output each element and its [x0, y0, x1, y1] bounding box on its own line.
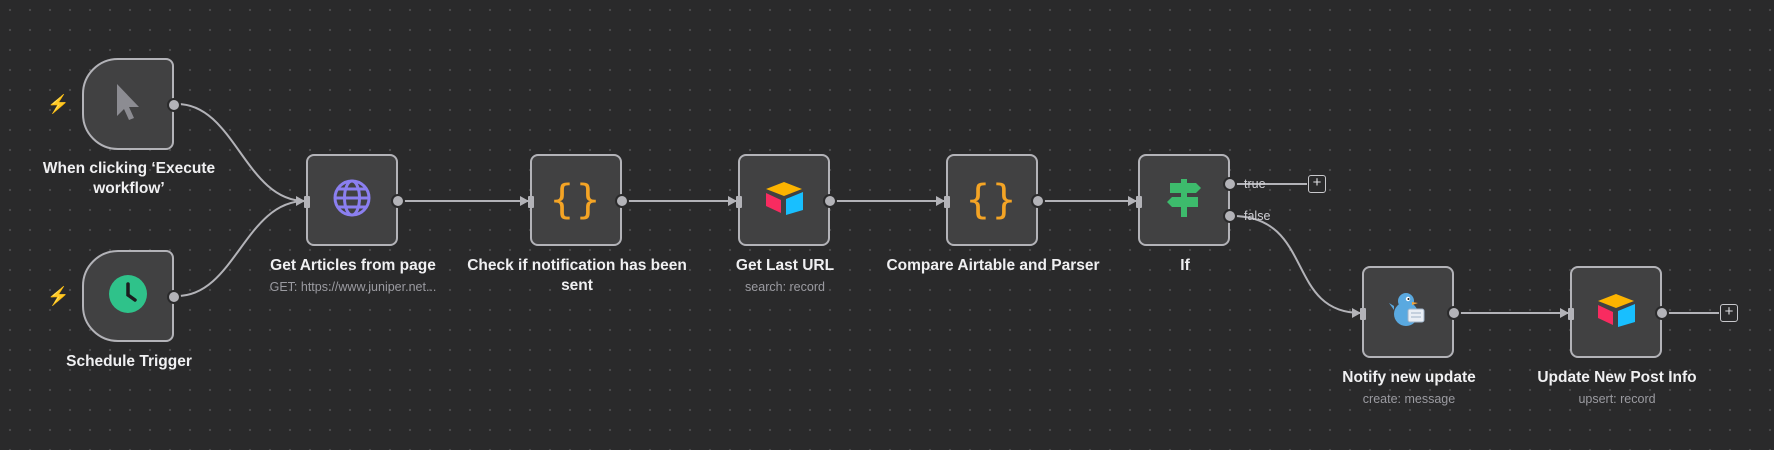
node-update-post[interactable] — [1568, 266, 1669, 358]
add-node-button[interactable]: + — [1308, 175, 1326, 193]
arrow-head — [1560, 308, 1569, 318]
code-braces-icon: {} — [549, 177, 603, 223]
output-port-true[interactable] — [1223, 177, 1237, 191]
input-port[interactable] — [1568, 308, 1574, 320]
arrow-head — [936, 196, 945, 206]
airtable-icon — [763, 180, 805, 221]
output-port[interactable] — [1031, 194, 1045, 208]
node-if[interactable] — [1136, 154, 1237, 246]
input-port[interactable] — [1360, 308, 1366, 320]
add-node-button[interactable]: + — [1720, 304, 1738, 322]
node-label: Compare Airtable and Parser — [886, 257, 1100, 274]
trigger-bolt-icon: ⚡ — [47, 286, 70, 306]
input-port[interactable] — [304, 196, 310, 208]
branch-label-true: true — [1244, 177, 1266, 191]
node-label: Get Articles from page — [270, 257, 436, 274]
globe-icon — [332, 178, 372, 223]
arrow-head — [1128, 196, 1137, 206]
edge-if-false — [1231, 215, 1362, 314]
edge-manual-to-get-articles — [176, 103, 306, 202]
node-notify[interactable] — [1360, 266, 1461, 358]
node-schedule-trigger[interactable] — [82, 250, 181, 342]
arrow-head — [1352, 308, 1361, 318]
branch-label-false: false — [1244, 209, 1271, 223]
output-port[interactable] — [1447, 306, 1461, 320]
node-get-articles[interactable] — [304, 154, 405, 246]
node-sublabel: create: message — [1362, 392, 1456, 406]
clock-icon — [108, 274, 148, 319]
output-port[interactable] — [615, 194, 629, 208]
input-port[interactable] — [736, 196, 742, 208]
node-label: If — [1180, 257, 1190, 274]
output-port-false[interactable] — [1223, 209, 1237, 223]
input-port[interactable] — [1136, 196, 1142, 208]
node-get-last-url[interactable] — [736, 154, 837, 246]
trigger-bolt-icon: ⚡ — [47, 94, 70, 114]
node-manual-trigger[interactable] — [82, 58, 181, 150]
node-check-notification[interactable]: {} — [528, 154, 629, 246]
node-label: Notify new update — [1342, 369, 1476, 386]
input-port[interactable] — [528, 196, 534, 208]
node-sublabel: search: record — [745, 280, 825, 294]
output-port[interactable] — [167, 290, 181, 304]
output-port[interactable] — [391, 194, 405, 208]
output-port[interactable] — [1655, 306, 1669, 320]
arrow-head — [728, 196, 737, 206]
airtable-icon — [1595, 292, 1637, 333]
arrow-head — [296, 196, 305, 206]
node-sublabel: upsert: record — [1578, 392, 1656, 406]
signpost-icon — [1164, 177, 1204, 224]
node-compare[interactable]: {} — [944, 154, 1045, 246]
node-label: Check if notification has been sent — [467, 257, 687, 294]
output-port[interactable] — [823, 194, 837, 208]
code-braces-icon: {} — [965, 177, 1019, 223]
node-sublabel: GET: https://www.juniper.net... — [269, 280, 437, 294]
edge-schedule-to-get-articles — [176, 200, 306, 297]
cursor-icon — [111, 80, 145, 129]
node-label: Schedule Trigger — [66, 353, 192, 370]
mastodon-bird-icon — [1386, 290, 1430, 335]
node-label: When clicking ‘Execute workflow’ — [42, 160, 216, 197]
arrow-head — [520, 196, 529, 206]
input-port[interactable] — [944, 196, 950, 208]
node-label: Get Last URL — [735, 257, 835, 274]
output-port[interactable] — [167, 98, 181, 112]
node-label: Update New Post Info — [1537, 369, 1697, 386]
